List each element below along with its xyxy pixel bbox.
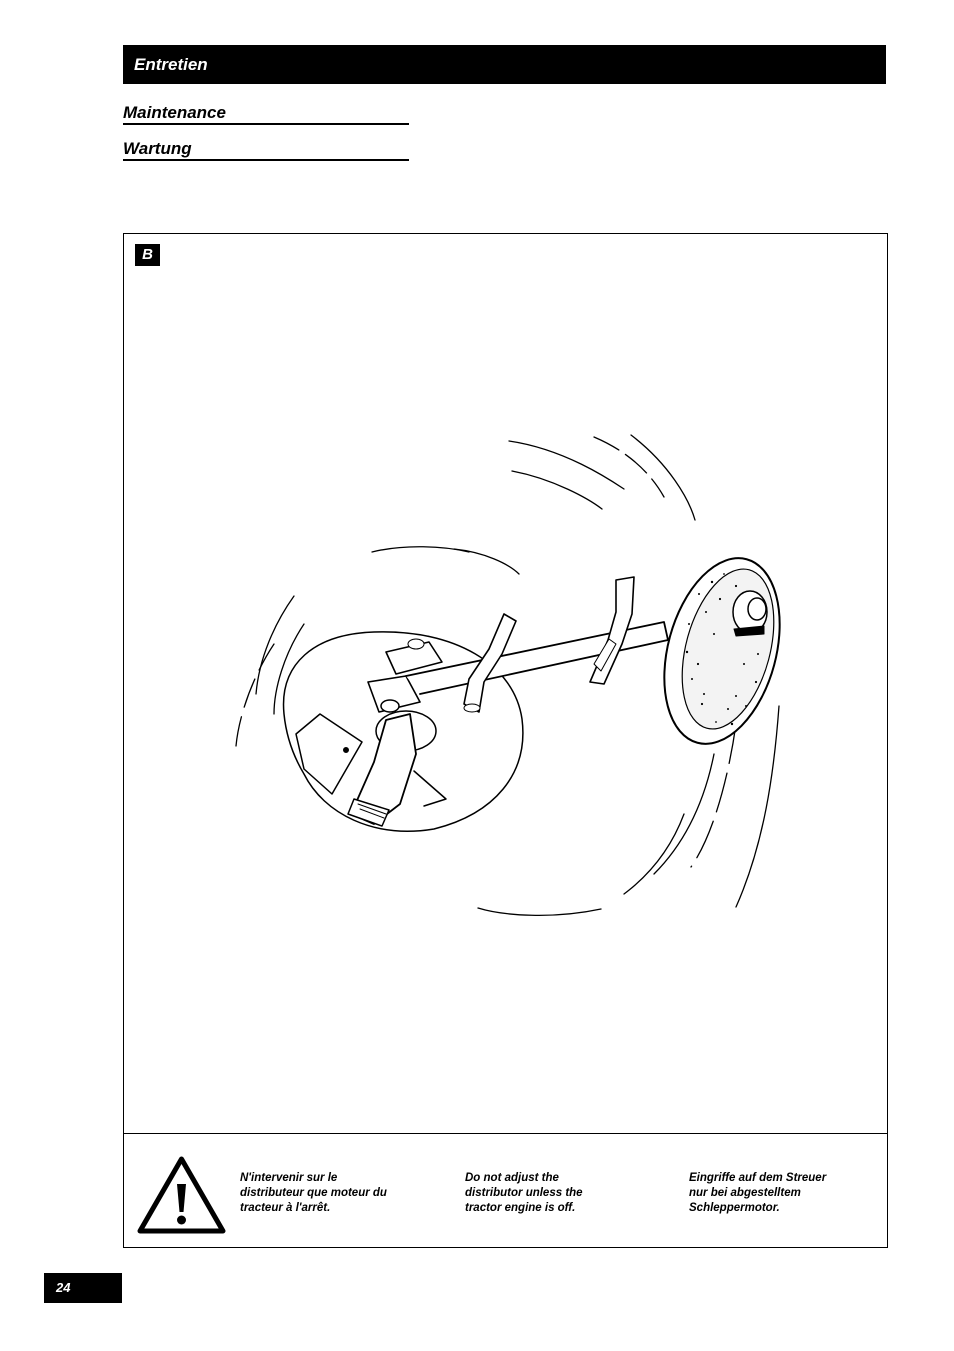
section-header: Entretien [123,45,886,84]
figure-frame: B N'intervenir sur le distributeur que m… [123,233,888,1248]
warning-text-fr: N'intervenir sur le distributeur que mot… [240,1172,387,1214]
motion-lines [235,434,780,916]
figure-label: B [135,244,160,266]
spreader-disc-illustration [235,434,781,916]
warning-panel: N'intervenir sur le distributeur que mot… [124,1133,887,1248]
warning-text-de: Eingriffe auf dem Streuer nur bei abgest… [689,1172,827,1214]
subtitle-maintenance: Maintenance [123,98,409,125]
warning-text-en: Do not adjust the distributor unless the… [465,1172,583,1214]
subtitle-wartung: Wartung [123,134,409,161]
section-title: Entretien [134,55,208,74]
page-number-text: 24 [56,1280,71,1295]
page-number: 24 [44,1273,122,1303]
warning-triangle-icon [137,1156,226,1234]
